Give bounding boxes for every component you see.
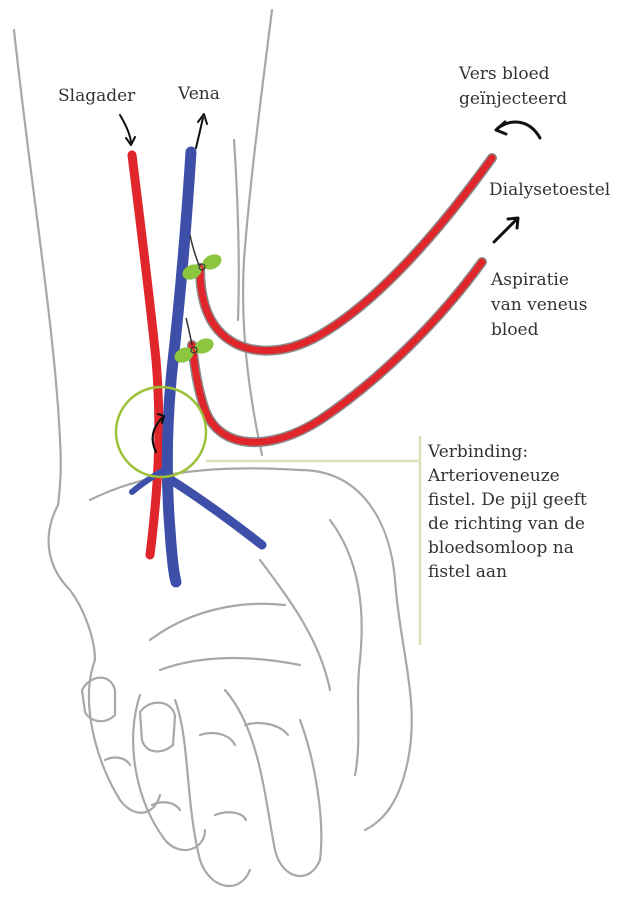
finger-3-knuckle: [200, 733, 235, 745]
needle-lower: [186, 318, 192, 345]
artery-vessel: [132, 155, 159, 555]
finger-1: [89, 660, 160, 813]
vena-arrow-icon: [196, 114, 207, 148]
slagader-arrow-icon: [120, 115, 135, 145]
fresh-blood-arrow-icon: [496, 122, 540, 138]
finger-1-nail: [82, 678, 115, 722]
label-aspiratie: Aspiratie van veneus bloed: [491, 268, 601, 343]
vein-branch-right: [168, 478, 262, 545]
tube-lower-shadow: [192, 262, 482, 442]
finger-2-nail: [140, 703, 175, 752]
palm-left: [49, 505, 95, 660]
label-vena: Vena: [178, 82, 220, 107]
arm-left-edge: [14, 30, 61, 505]
arm-right-edge: [243, 10, 272, 455]
thumb-inner: [330, 520, 362, 775]
tube-lower: [192, 262, 482, 442]
finger-4: [225, 690, 321, 876]
finger-crease-3: [105, 758, 130, 765]
forearm-crease: [234, 140, 239, 320]
finger-3: [175, 700, 250, 886]
label-vers-bloed: Vers bloed geïnjecteerd: [459, 62, 559, 112]
label-verbinding-fistel: Verbinding: Arterioveneuze fistel. De pi…: [428, 440, 608, 584]
arm-hand-outline: [14, 10, 412, 886]
finger-crease-2: [215, 812, 246, 820]
label-dialysetoestel: Dialysetoestel: [489, 178, 610, 203]
palm-crease-1: [150, 604, 285, 640]
needle-upper: [190, 235, 200, 268]
label-slagader: Slagader: [58, 84, 135, 109]
aspiration-arrow-icon: [494, 218, 518, 242]
finger-4-knuckle: [245, 723, 288, 735]
vein-trunk: [167, 152, 191, 582]
artery: [132, 155, 159, 555]
palm-crease-2: [160, 658, 300, 670]
palm-crease-3: [260, 560, 330, 690]
